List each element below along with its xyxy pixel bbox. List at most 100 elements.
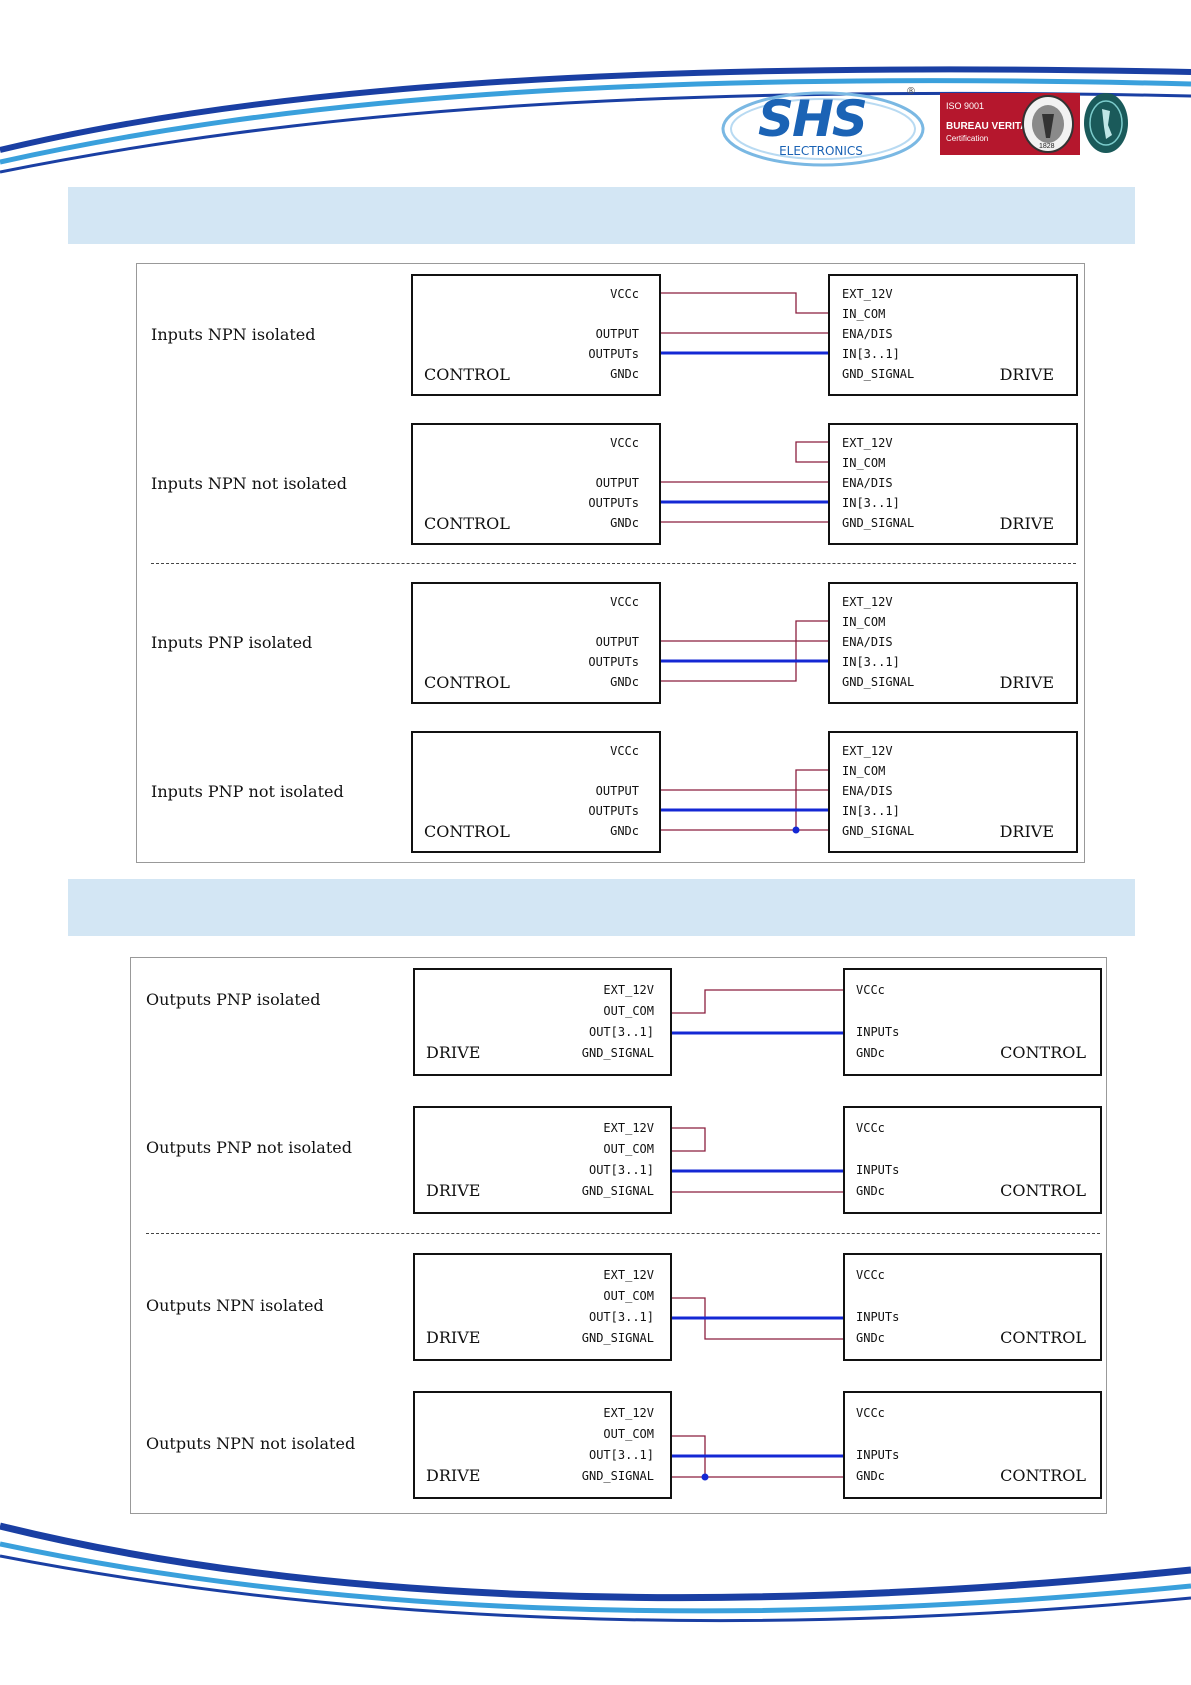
pin-label: OUTPUTs bbox=[588, 804, 639, 818]
block-name: DRIVE bbox=[999, 514, 1054, 533]
pin-label: IN[3..1] bbox=[842, 655, 900, 669]
pin-label: INPUTs bbox=[856, 1448, 900, 1462]
pin-label: VCCc bbox=[610, 744, 639, 758]
drive-block: EXT_12V OUT_COM OUT[3..1] GND_SIGNAL DRI… bbox=[413, 1391, 672, 1499]
brand-name: SHS bbox=[758, 90, 868, 148]
inputs-divider bbox=[151, 563, 1076, 564]
block-name: DRIVE bbox=[999, 365, 1054, 384]
pin-label: GNDc bbox=[856, 1469, 885, 1483]
bureau-veritas-certificate: ISO 9001 BUREAU VERITAS Certification 18… bbox=[940, 93, 1080, 155]
block-name: CONTROL bbox=[424, 673, 510, 692]
pin-label: INPUTs bbox=[856, 1310, 900, 1324]
pin-label: OUTPUT bbox=[595, 476, 639, 490]
pin-label: GNDc bbox=[610, 367, 639, 381]
control-block: VCCc OUTPUT OUTPUTs GNDc CONTROL bbox=[411, 731, 661, 853]
control-block: VCCc OUTPUT OUTPUTs GNDc CONTROL bbox=[411, 582, 661, 704]
pin-label: GNDc bbox=[856, 1184, 885, 1198]
pin-label: OUT_COM bbox=[603, 1427, 654, 1441]
pin-label: GNDc bbox=[856, 1331, 885, 1345]
pin-label: EXT_12V bbox=[842, 287, 893, 301]
pin-label: OUTPUT bbox=[595, 327, 639, 341]
drive-block: EXT_12V OUT_COM OUT[3..1] GND_SIGNAL DRI… bbox=[413, 968, 672, 1076]
pin-label: OUT[3..1] bbox=[588, 1163, 654, 1177]
block-name: DRIVE bbox=[426, 1466, 481, 1485]
wire-ext12v-to-in-com bbox=[795, 441, 828, 463]
control-block: VCCc OUTPUT OUTPUTs GNDc CONTROL bbox=[411, 274, 661, 396]
pin-label: IN_COM bbox=[842, 764, 886, 778]
pin-label: GND_SIGNAL bbox=[842, 516, 915, 530]
pin-label: OUT_COM bbox=[603, 1004, 654, 1018]
pin-label: IN_COM bbox=[842, 307, 886, 321]
pin-label: GNDc bbox=[610, 516, 639, 530]
row-label: Outputs NPN isolated bbox=[146, 1296, 324, 1315]
pin-label: OUTPUTs bbox=[588, 655, 639, 669]
pin-label: IN[3..1] bbox=[842, 347, 900, 361]
outputs-section-band bbox=[68, 879, 1135, 936]
row-label: Outputs PNP not isolated bbox=[146, 1138, 352, 1157]
pin-label: EXT_12V bbox=[842, 595, 893, 609]
pin-label: IN_COM bbox=[842, 456, 886, 470]
block-name: DRIVE bbox=[426, 1328, 481, 1347]
pin-label: EXT_12V bbox=[603, 1406, 654, 1420]
block-name: DRIVE bbox=[999, 673, 1054, 692]
pin-label: EXT_12V bbox=[603, 1121, 654, 1135]
control-block: VCCc INPUTs GNDc CONTROL bbox=[843, 1391, 1102, 1499]
pin-label: VCCc bbox=[856, 983, 885, 997]
pin-label: GND_SIGNAL bbox=[581, 1046, 654, 1060]
pin-label: INPUTs bbox=[856, 1025, 900, 1039]
pin-label: EXT_12V bbox=[603, 1268, 654, 1282]
pin-label: VCCc bbox=[856, 1268, 885, 1282]
pin-label: GND_SIGNAL bbox=[842, 824, 915, 838]
drive-block: EXT_12V IN_COM ENA/DIS IN[3..1] GND_SIGN… bbox=[828, 423, 1078, 545]
drive-block: EXT_12V IN_COM ENA/DIS IN[3..1] GND_SIGN… bbox=[828, 731, 1078, 853]
row-label: Inputs PNP isolated bbox=[151, 633, 313, 652]
pin-label: GND_SIGNAL bbox=[581, 1469, 654, 1483]
pin-label: GND_SIGNAL bbox=[581, 1184, 654, 1198]
pin-label: ENA/DIS bbox=[842, 327, 893, 341]
block-name: CONTROL bbox=[1000, 1181, 1086, 1200]
inputs-section-band bbox=[68, 187, 1135, 244]
drive-block: EXT_12V OUT_COM OUT[3..1] GND_SIGNAL DRI… bbox=[413, 1253, 672, 1361]
pin-label: GND_SIGNAL bbox=[842, 367, 915, 381]
block-name: CONTROL bbox=[1000, 1466, 1086, 1485]
cert-line-3: Certification bbox=[946, 134, 989, 143]
outputs-divider bbox=[146, 1233, 1100, 1234]
block-name: CONTROL bbox=[1000, 1328, 1086, 1347]
bureau-veritas-seal-icon bbox=[1022, 95, 1074, 153]
pin-label: OUTPUT bbox=[595, 784, 639, 798]
registered-mark: ® bbox=[906, 86, 916, 97]
row-label: Outputs NPN not isolated bbox=[146, 1434, 356, 1453]
cert-line-2: BUREAU VERITAS bbox=[946, 121, 1035, 132]
pin-label: ENA/DIS bbox=[842, 784, 893, 798]
pin-label: EXT_12V bbox=[603, 983, 654, 997]
block-name: DRIVE bbox=[999, 822, 1054, 841]
wire-in-com-to-gnd bbox=[661, 620, 828, 682]
control-block: VCCc INPUTs GNDc CONTROL bbox=[843, 968, 1102, 1076]
row-label: Inputs NPN not isolated bbox=[151, 474, 347, 493]
drive-block: EXT_12V OUT_COM OUT[3..1] GND_SIGNAL DRI… bbox=[413, 1106, 672, 1214]
wire-out-com-to-vcc bbox=[672, 989, 843, 1014]
block-name: CONTROL bbox=[1000, 1043, 1086, 1062]
control-block: VCCc OUTPUT OUTPUTs GNDc CONTROL bbox=[411, 423, 661, 545]
pin-label: GNDc bbox=[610, 824, 639, 838]
pin-label: VCCc bbox=[856, 1121, 885, 1135]
block-name: CONTROL bbox=[424, 514, 510, 533]
control-block: VCCc INPUTs GNDc CONTROL bbox=[843, 1253, 1102, 1361]
pin-label: OUT[3..1] bbox=[588, 1448, 654, 1462]
pin-label: OUTPUTs bbox=[588, 496, 639, 510]
row-label: Inputs NPN isolated bbox=[151, 325, 316, 344]
row-label: Outputs PNP isolated bbox=[146, 990, 321, 1009]
drive-block: EXT_12V IN_COM ENA/DIS IN[3..1] GND_SIGN… bbox=[828, 274, 1078, 396]
pin-label: OUT_COM bbox=[603, 1289, 654, 1303]
block-name: DRIVE bbox=[426, 1181, 481, 1200]
wire-in-com-to-gnd bbox=[795, 769, 828, 830]
block-name: DRIVE bbox=[426, 1043, 481, 1062]
row-label: Inputs PNP not isolated bbox=[151, 782, 344, 801]
footer-swoosh bbox=[0, 1522, 1191, 1623]
pin-label: GNDc bbox=[856, 1046, 885, 1060]
pin-label: GND_SIGNAL bbox=[842, 675, 915, 689]
pin-label: ENA/DIS bbox=[842, 476, 893, 490]
pin-label: OUT[3..1] bbox=[588, 1025, 654, 1039]
pin-label: OUTPUT bbox=[595, 635, 639, 649]
